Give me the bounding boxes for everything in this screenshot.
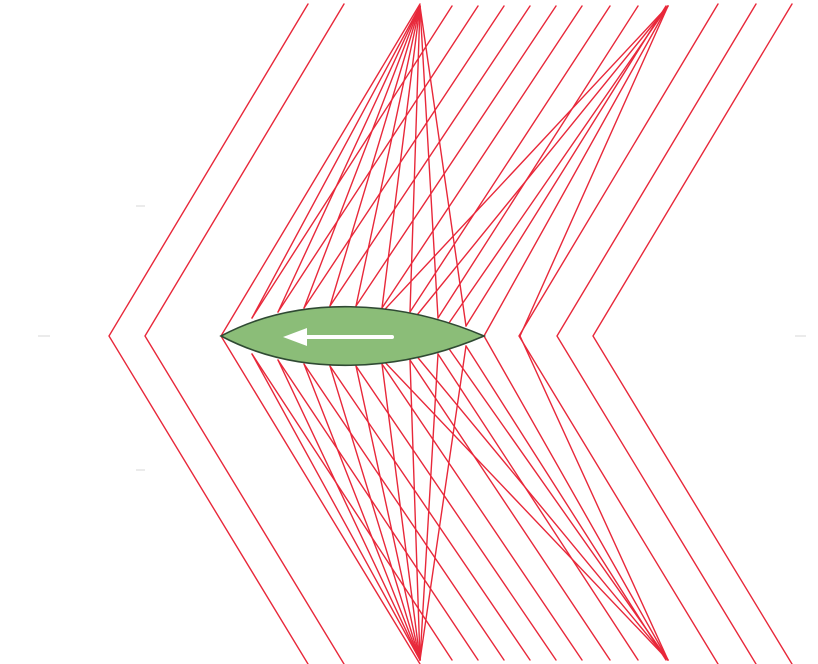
- supersonic-airfoil-diagram: [0, 0, 818, 664]
